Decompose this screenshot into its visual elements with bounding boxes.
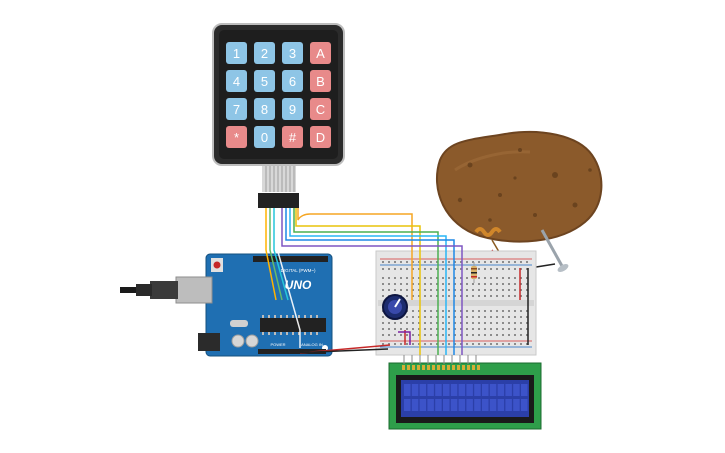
lcd-pin-header [402,365,480,370]
keypad-key-label: 0 [261,130,268,145]
keypad-key-D[interactable]: D [310,126,331,148]
keypad-key-grid[interactable]: 1 2 3 A 4 5 6 B 7 8 9 C * 0 # D [226,42,331,148]
keypad-key-C[interactable]: C [310,98,331,120]
keypad-key-label: 6 [289,74,296,89]
lcd-character-cells [404,384,528,411]
keypad-key-label: # [289,130,297,145]
potentiometer-icon[interactable] [382,294,408,320]
signal-wires [265,208,463,355]
keypad-ribbon-connector [258,166,299,208]
board-brand-label: UNO [285,278,312,292]
resistor-icon[interactable] [471,262,477,283]
keypad-key-0[interactable]: 0 [254,126,275,148]
keypad-key-label: 1 [233,46,240,61]
keypad-key-label: C [316,102,325,117]
keypad-key-3[interactable]: 3 [282,42,303,64]
keypad-key-1[interactable]: 1 [226,42,247,64]
keypad-key-label: A [316,46,325,61]
zinc-nail-electrode[interactable] [540,229,570,274]
keypad-key-label: 8 [261,102,268,117]
keypad-key-*[interactable]: * [226,126,247,148]
digital-pwm-label: DIGITAL (PWM~) [281,268,316,273]
keypad-key-B[interactable]: B [310,70,331,92]
keypad-key-8[interactable]: 8 [254,98,275,120]
jumper-purple-short [398,331,411,345]
lcd-leads [403,355,477,364]
wire-arduino-gnd [289,348,389,354]
usb-connector-icon[interactable] [120,276,213,304]
keypad[interactable]: 1 2 3 A 4 5 6 B 7 8 9 C * 0 # D [212,23,345,166]
keypad-key-label: 5 [261,74,268,89]
keypad-key-label: * [234,130,239,145]
keypad-key-5[interactable]: 5 [254,70,275,92]
keypad-key-label: 2 [261,46,268,61]
keypad-key-label: 9 [289,102,296,117]
potato[interactable] [435,130,603,243]
keypad-key-A[interactable]: A [310,42,331,64]
power-header-label: POWER [270,342,285,347]
keypad-key-9[interactable]: 9 [282,98,303,120]
lcd-module[interactable] [388,362,542,430]
keypad-key-4[interactable]: 4 [226,70,247,92]
analog-header-label: ANALOG IN [301,342,323,347]
breadboard-holes [382,261,528,345]
keypad-key-7[interactable]: 7 [226,98,247,120]
keypad-key-label: 3 [289,46,296,61]
keypad-key-label: 4 [233,74,240,89]
keypad-key-label: B [316,74,325,89]
keypad-key-label: 7 [233,102,240,117]
keypad-key-#[interactable]: # [282,126,303,148]
keypad-key-label: D [316,130,325,145]
keypad-key-6[interactable]: 6 [282,70,303,92]
keypad-key-2[interactable]: 2 [254,42,275,64]
arduino-uno-board[interactable]: DIGITAL (PWM~) UNO POWER ANALOG IN [198,253,333,357]
